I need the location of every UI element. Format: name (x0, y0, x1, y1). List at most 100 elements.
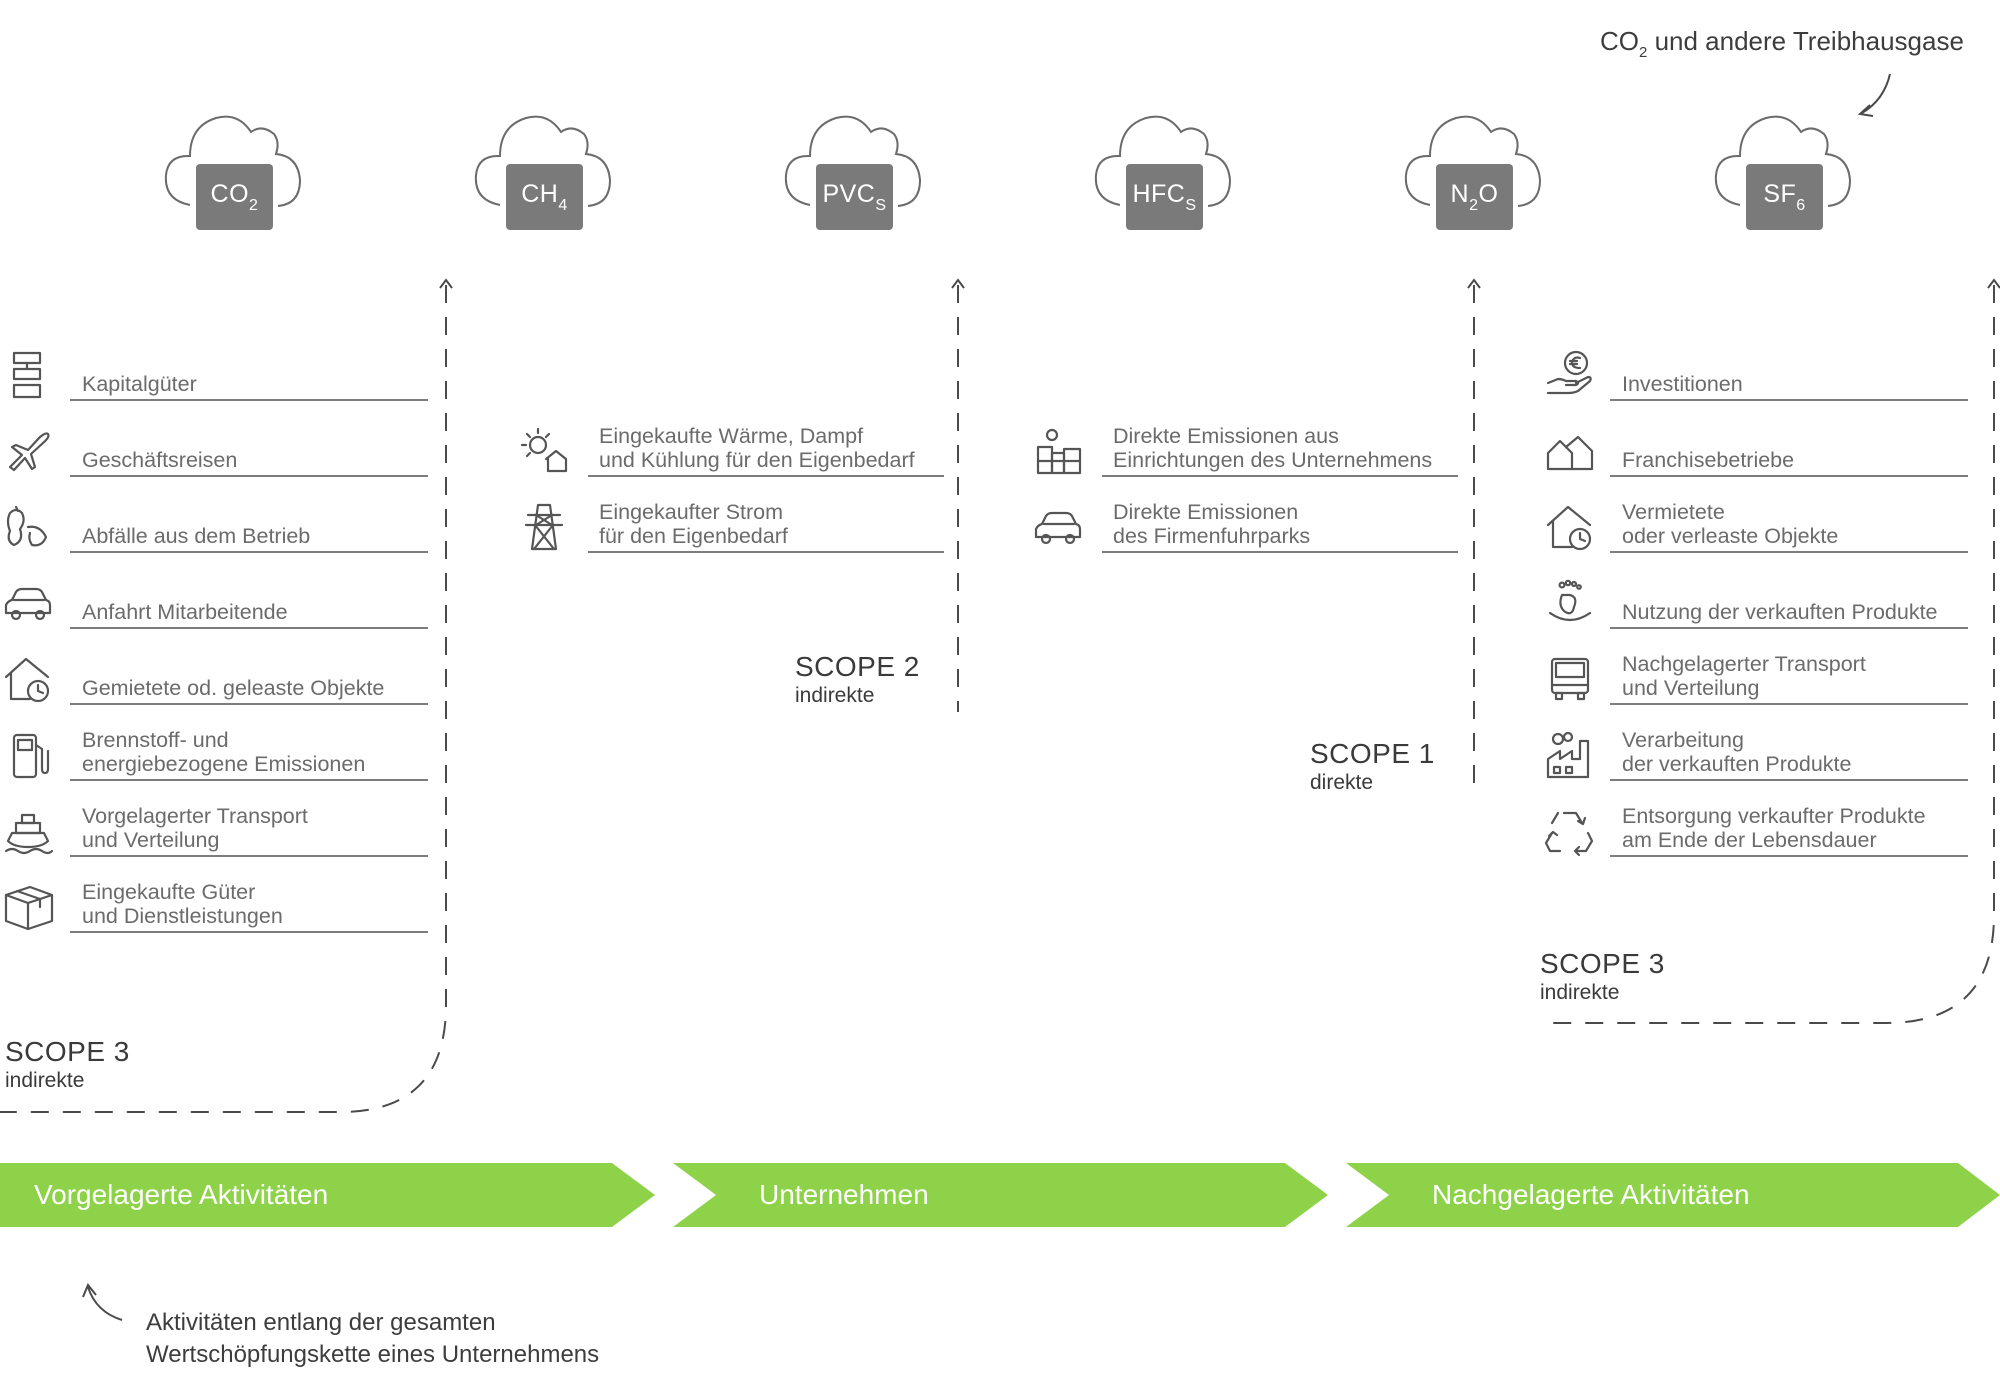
divider-line (1102, 551, 1458, 553)
gas-formula: CO2 (210, 179, 259, 214)
scope-subtitle: direkte (1310, 771, 1374, 794)
bottom-annotation-arrow (87, 1286, 123, 1321)
arrowhead-up (1987, 278, 2000, 289)
downstream-boundary-line (1540, 285, 1995, 1024)
chevron-company: Unternehmen (673, 1163, 1328, 1227)
chevron-shape (0, 1163, 655, 1227)
upstream-boundary-line (0, 285, 447, 1113)
hand-euro-icon (1544, 349, 1596, 401)
bottom-annotation-line1: Aktivitäten entlang der gesamten (146, 1309, 496, 1336)
power-tower-icon (518, 501, 570, 553)
divider-line (70, 855, 428, 857)
chevron-shape (1346, 1163, 2000, 1227)
houses-icon (1544, 425, 1596, 477)
list-item: Geschäftsreisen (2, 417, 432, 477)
car-icon (2, 577, 54, 629)
gas-formula-box: CH4 (506, 164, 583, 230)
arrowhead-up (951, 278, 965, 289)
top-annotation: CO2 und andere Treibhausgase (1600, 26, 1964, 61)
list-item-label: Kapitalgüter (82, 372, 197, 396)
gas-cloud-co2: CO2 (158, 100, 308, 230)
divider-line (1610, 703, 1968, 705)
top-annotation-subscript: 2 (1639, 44, 1648, 61)
divider-line (70, 931, 428, 933)
gas-cloud-hfcs: HFCS (1088, 100, 1238, 230)
list-item-label: Franchisebetriebe (1622, 448, 1795, 472)
capital-goods-icon (2, 349, 54, 401)
fuel-pump-icon (2, 729, 54, 781)
gas-formula: HFCS (1132, 179, 1197, 214)
divider-line (70, 475, 428, 477)
gas-formula: CH4 (521, 179, 568, 214)
divider-line (70, 399, 428, 401)
cloud-icon (164, 115, 302, 207)
package-box-icon (2, 881, 54, 933)
scope-title: SCOPE 3 (5, 1036, 130, 1067)
top-annotation-co: CO (1600, 26, 1639, 56)
ship-icon (2, 805, 54, 857)
list-item-label: Gemietete od. geleaste Objekte (82, 676, 385, 700)
scope-subtitle: indirekte (1540, 981, 1620, 1004)
list-item-label: Investitionen (1622, 372, 1743, 396)
sun-house-icon (518, 425, 570, 477)
chevron-downstream: Nachgelagerte Aktivitäten (1346, 1163, 2000, 1227)
gas-formula-box: SF6 (1746, 164, 1823, 230)
top-annotation-arrowhead (1857, 104, 1874, 117)
chevron-label: Nachgelagerte Aktivitäten (1432, 1179, 1750, 1210)
airplane-icon (2, 425, 54, 477)
house-clock-icon (1544, 501, 1596, 553)
divider-line (1610, 855, 1968, 857)
list-item-label: Geschäftsreisen (82, 448, 238, 472)
chevron-shape (673, 1163, 1328, 1227)
divider-line (1610, 399, 1968, 401)
truck-icon (1544, 653, 1596, 705)
top-annotation-text: und andere Treibhausgase (1647, 26, 1964, 56)
footprint-icon (1544, 577, 1596, 629)
downstream-scope-label: SCOPE 3 indirekte (1540, 948, 1665, 1006)
list-item: Franchisebetriebe (1544, 417, 1974, 477)
arrowhead-up (1467, 278, 1481, 289)
scope-subtitle: indirekte (5, 1069, 85, 1092)
divider-line (1610, 551, 1968, 553)
upstream-scope-label: SCOPE 3 indirekte (5, 1036, 130, 1094)
house-clock-icon (2, 653, 54, 705)
gas-cloud-ch4: CH4 (468, 100, 618, 230)
chevron-label: Vorgelagerte Aktivitäten (34, 1179, 329, 1210)
gas-formula-box: CO2 (196, 164, 273, 230)
scope2-label: SCOPE 2 indirekte (795, 651, 920, 709)
list-item: Kapitalgüter (2, 341, 432, 401)
divider-line (1102, 475, 1458, 477)
arrowhead-up (439, 278, 453, 289)
cloud-icon (1714, 115, 1852, 207)
gas-formula: N2O (1450, 179, 1499, 214)
gas-formula-box: PVCS (816, 164, 893, 230)
car-icon (1032, 501, 1084, 553)
divider-line (588, 551, 944, 553)
list-item-label: Nutzung der verkauften Produkte (1622, 600, 1938, 624)
divider-line (588, 475, 944, 477)
gas-formula: PVCS (822, 179, 887, 214)
factory-icon (1544, 729, 1596, 781)
list-item: Nutzung der verkauften Produkte (1544, 569, 1974, 629)
gas-formula-box: HFCS (1126, 164, 1203, 230)
list-item: Abfälle aus dem Betrieb (2, 493, 432, 553)
scope1-label: SCOPE 1 direkte (1310, 738, 1435, 796)
cloud-icon (1094, 115, 1232, 207)
chevron-upstream: Vorgelagerte Aktivitäten (0, 1163, 655, 1227)
gas-cloud-n2o: N2O (1398, 100, 1548, 230)
